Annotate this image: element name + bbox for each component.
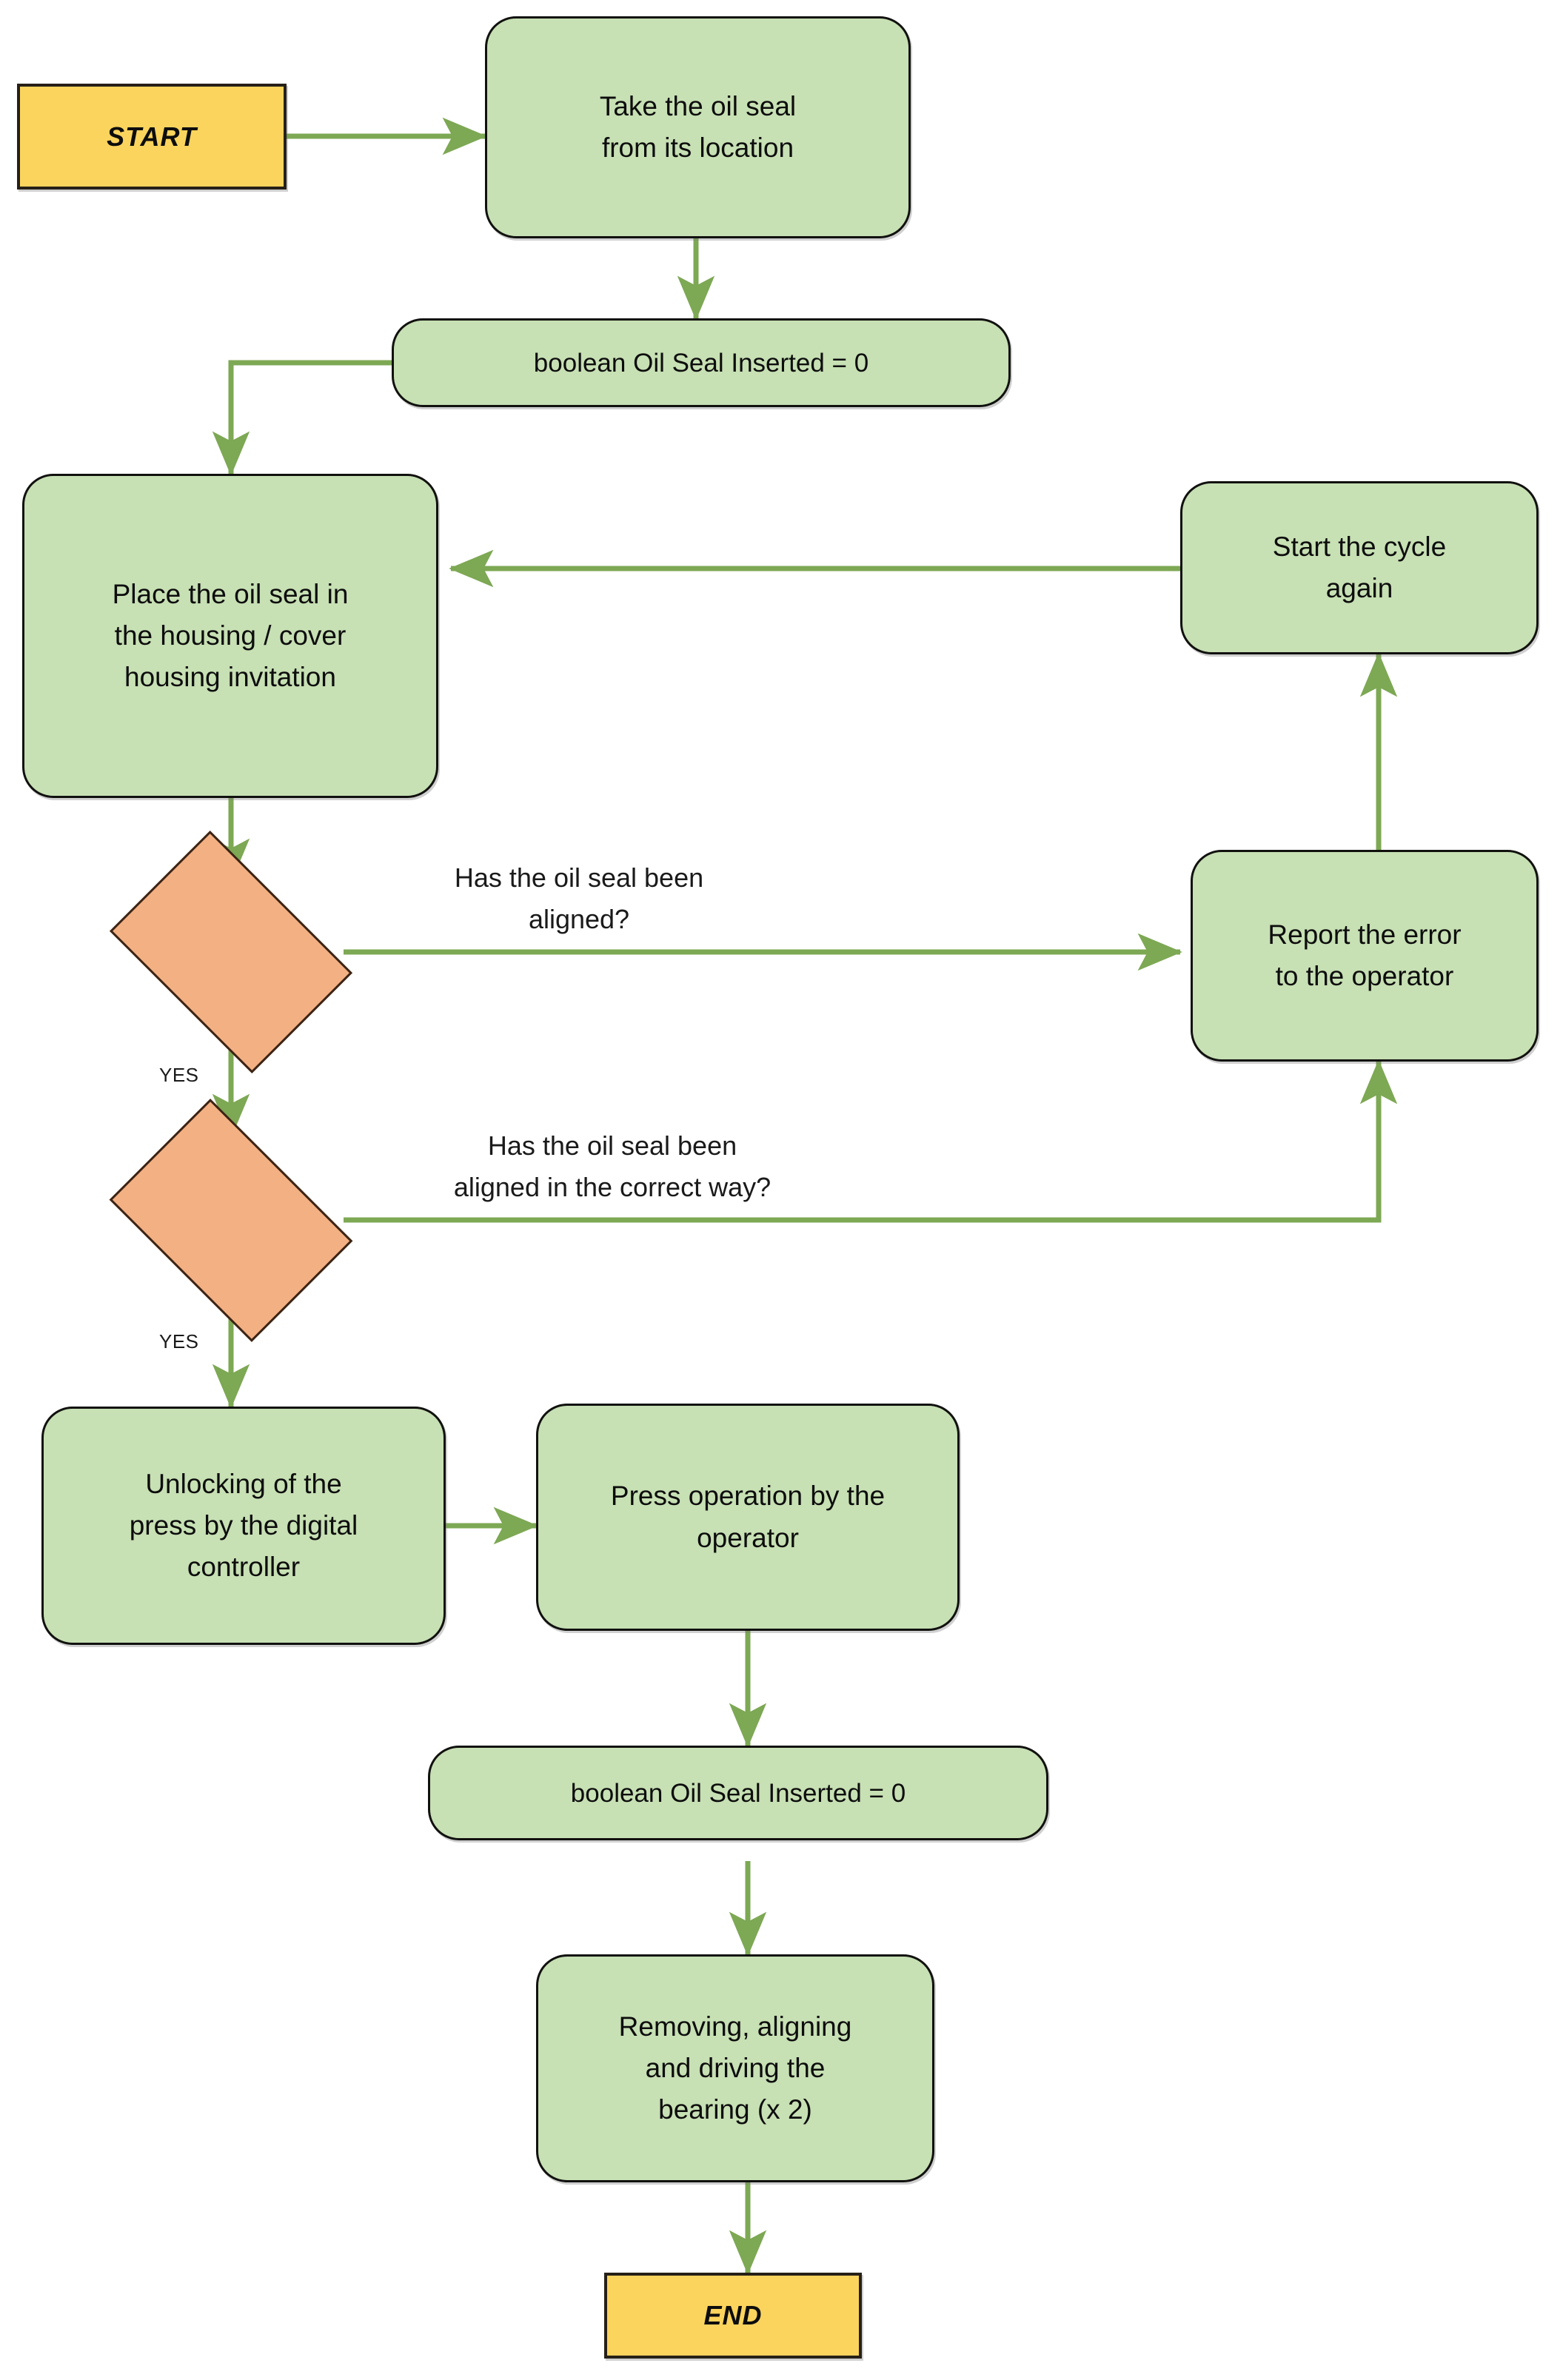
annotation-question-aligned: Has the oil seal been aligned? — [372, 851, 786, 946]
node-removing-bearing-label: Removing, aligning and driving the beari… — [618, 2011, 852, 2125]
node-boolean-bottom-label: boolean Oil Seal Inserted = 0 — [570, 1778, 906, 1808]
node-end-label: END — [703, 2300, 763, 2330]
edge-label-yes-2: YES — [159, 1330, 199, 1352]
annotation-question-correct-way: Has the oil seal been aligned in the cor… — [372, 1119, 853, 1214]
node-decision-aligned[interactable] — [109, 830, 353, 1074]
node-press-operation[interactable]: Press operation by the operator — [536, 1404, 960, 1631]
node-place-oil-seal-label: Place the oil seal in the housing / cove… — [112, 578, 349, 693]
node-boolean-top-label: boolean Oil Seal Inserted = 0 — [533, 348, 869, 378]
node-report-error[interactable]: Report the error to the operator — [1191, 850, 1539, 1062]
node-report-error-label: Report the error to the operator — [1268, 919, 1462, 991]
node-start-cycle-again[interactable]: Start the cycle again — [1180, 481, 1539, 654]
node-start-label: START — [107, 121, 197, 152]
node-take-oil-seal[interactable]: Take the oil seal from its location — [485, 16, 911, 238]
node-press-operation-label: Press operation by the operator — [610, 1481, 886, 1553]
node-start[interactable]: START — [17, 84, 287, 190]
annotation-question-aligned-text: Has the oil seal been aligned? — [454, 862, 704, 934]
decision-diamond-shape — [109, 1099, 353, 1342]
node-decision-correct-way[interactable] — [109, 1099, 353, 1342]
node-take-oil-seal-label: Take the oil seal from its location — [599, 90, 797, 163]
node-end[interactable]: END — [604, 2273, 862, 2359]
node-unlocking-press[interactable]: Unlocking of the press by the digital co… — [41, 1407, 446, 1645]
node-start-cycle-again-label: Start the cycle again — [1272, 531, 1447, 603]
node-unlocking-press-label: Unlocking of the press by the digital co… — [129, 1468, 358, 1583]
edge-boolean-to-place — [212, 360, 392, 476]
edge-label-yes-1: YES — [159, 1064, 199, 1086]
node-place-oil-seal[interactable]: Place the oil seal in the housing / cove… — [22, 474, 438, 798]
annotation-question-correct-way-text: Has the oil seal been aligned in the cor… — [453, 1130, 772, 1202]
node-removing-bearing[interactable]: Removing, aligning and driving the beari… — [536, 1954, 934, 2182]
node-boolean-bottom[interactable]: boolean Oil Seal Inserted = 0 — [428, 1746, 1048, 1840]
node-boolean-top[interactable]: boolean Oil Seal Inserted = 0 — [392, 318, 1011, 407]
decision-diamond-shape — [109, 830, 353, 1074]
